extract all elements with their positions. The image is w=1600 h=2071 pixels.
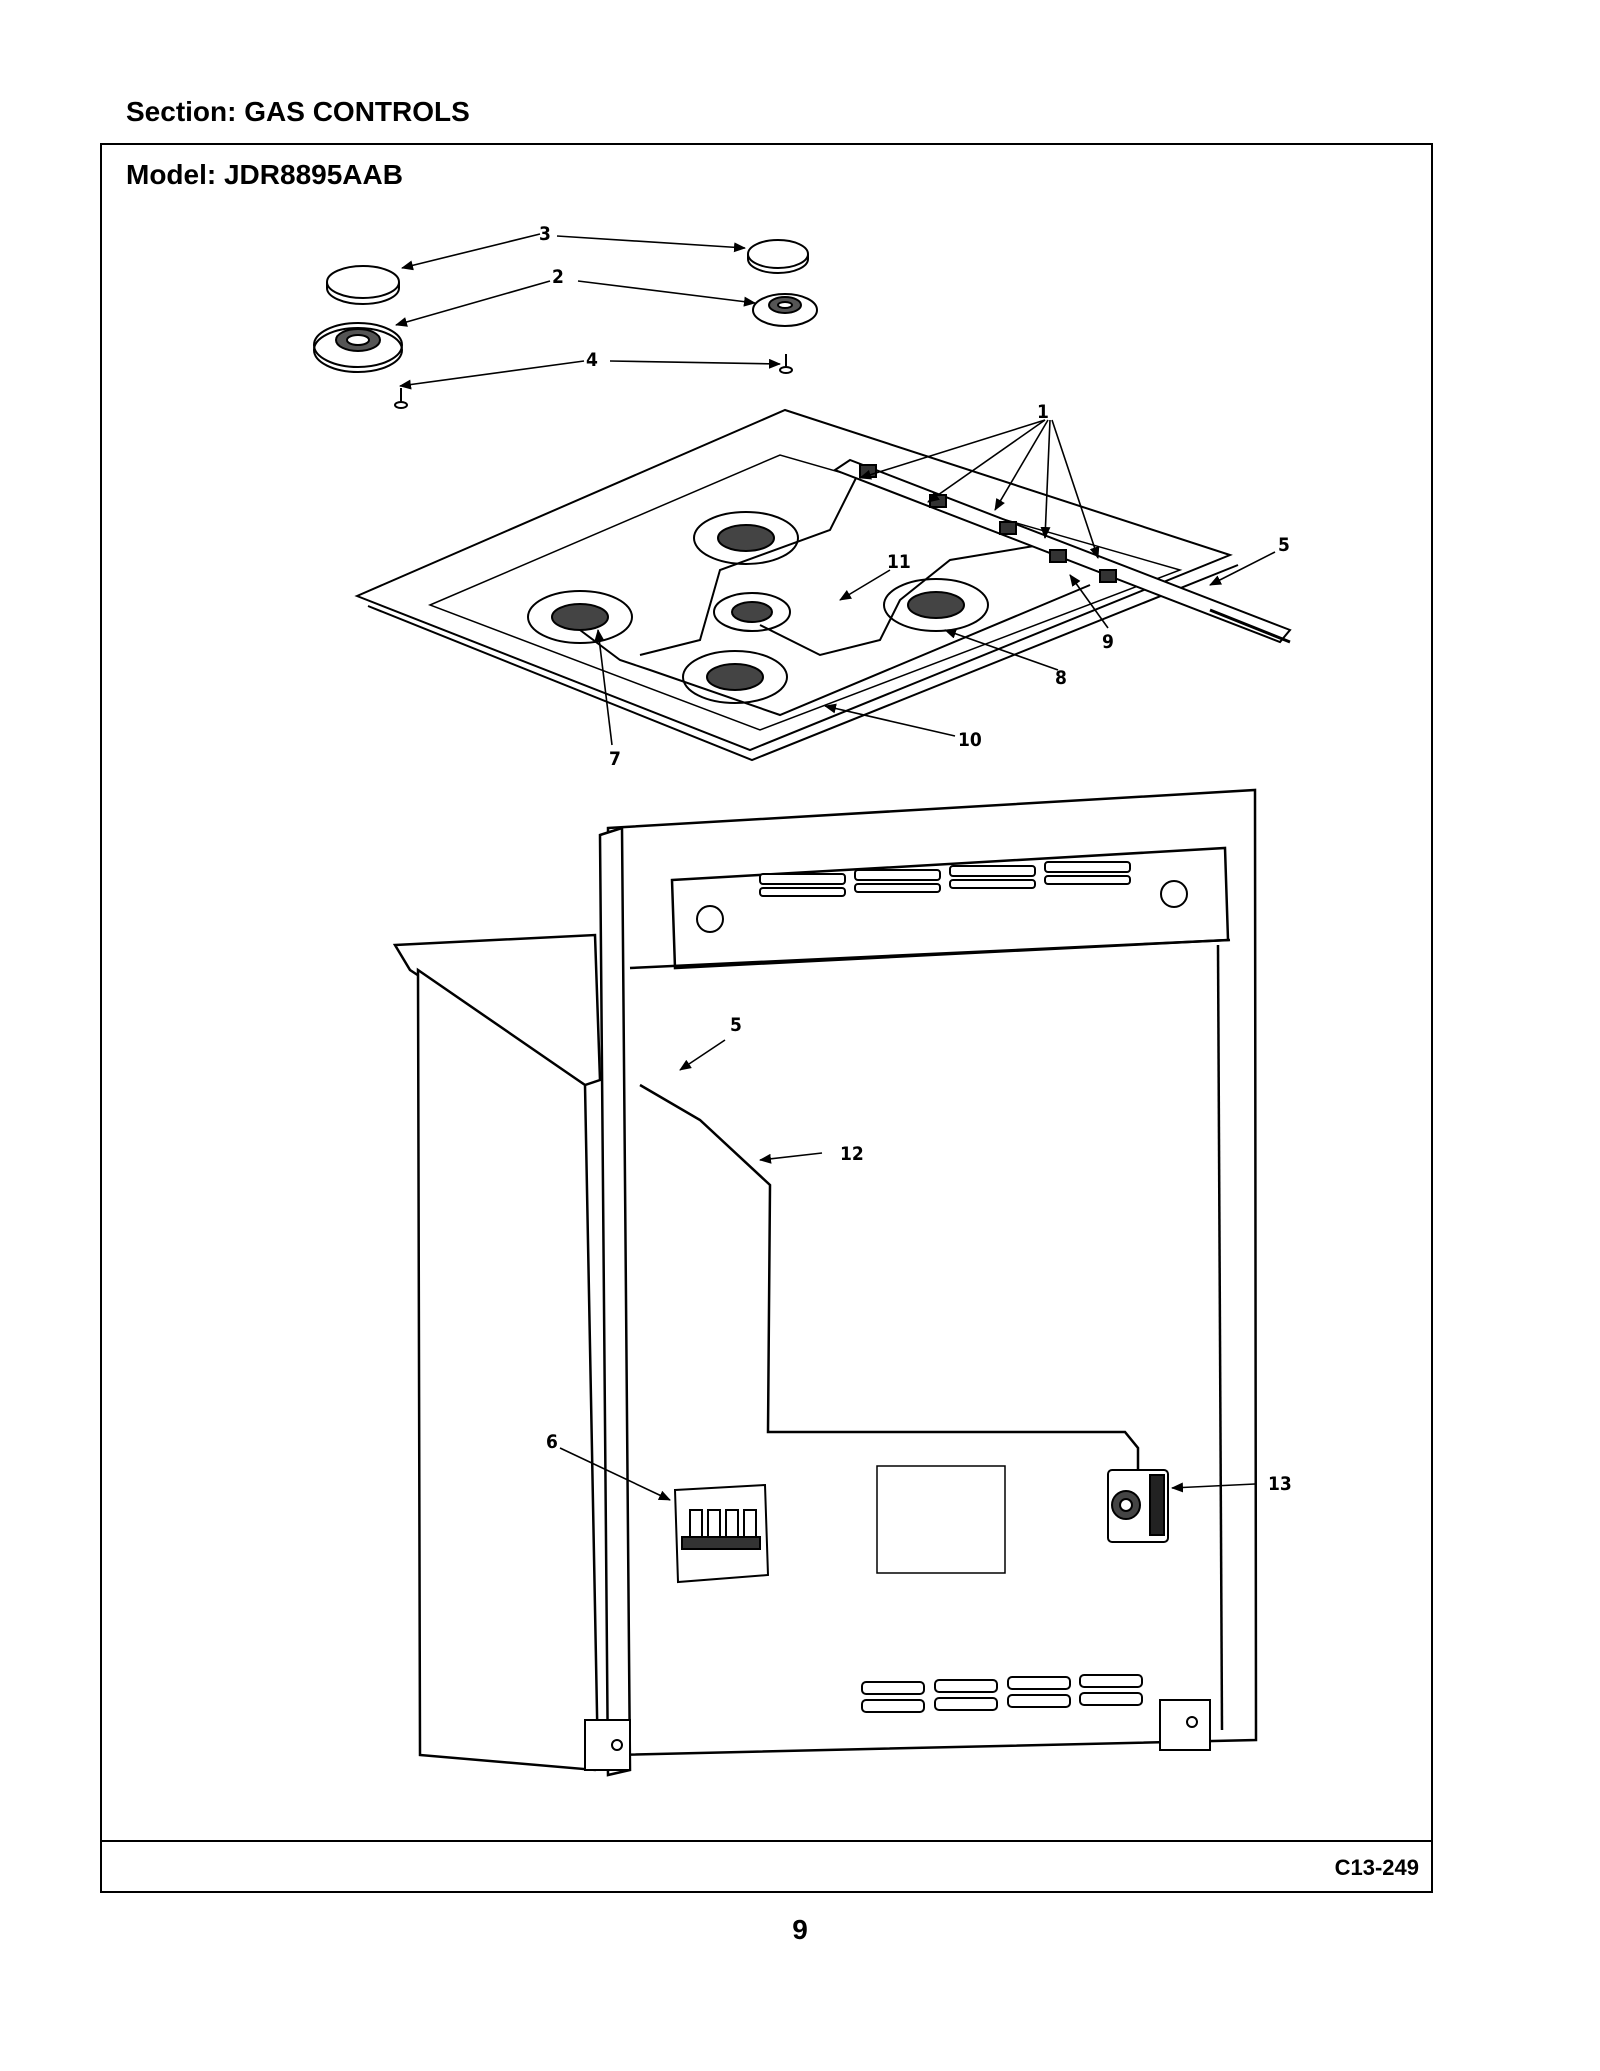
callout-7: 7 bbox=[609, 748, 621, 770]
callout-5-rear: 5 bbox=[730, 1014, 742, 1036]
burner-base-right bbox=[752, 293, 818, 327]
cooktop-pan bbox=[354, 408, 1239, 762]
screw-left bbox=[394, 388, 408, 409]
page-number: 9 bbox=[792, 1914, 808, 1945]
range-body bbox=[392, 788, 1258, 1777]
callout-2: 2 bbox=[552, 266, 564, 288]
terminal-block bbox=[673, 1483, 770, 1584]
gas-valve bbox=[1107, 1469, 1169, 1543]
callout-12: 12 bbox=[840, 1143, 864, 1165]
burner-base-left bbox=[313, 322, 403, 373]
diagram-frame: Model: JDR8895AAB C13-249 bbox=[100, 143, 1433, 1893]
leader-lines bbox=[395, 233, 1276, 1501]
figure-code: C13-249 bbox=[1334, 1855, 1419, 1880]
burner-cap-left bbox=[326, 265, 400, 305]
gas-tube bbox=[639, 1083, 1140, 1470]
callout-1: 1 bbox=[1037, 401, 1049, 423]
callout-4: 4 bbox=[586, 349, 598, 371]
ignition-wire-harness bbox=[579, 469, 1091, 717]
burner-cap-right bbox=[747, 239, 809, 274]
callout-11: 11 bbox=[887, 551, 911, 573]
callout-5-top: 5 bbox=[1278, 534, 1290, 556]
footer-divider bbox=[102, 1840, 1431, 1842]
rating-plate bbox=[876, 1465, 1006, 1574]
leveling-feet bbox=[584, 1699, 1211, 1771]
callout-3: 3 bbox=[539, 223, 551, 245]
backguard-vents bbox=[696, 861, 1188, 933]
callout-10: 10 bbox=[958, 729, 982, 751]
screw-right bbox=[779, 354, 793, 374]
model-title: Model: JDR8895AAB bbox=[126, 159, 403, 190]
callout-6: 6 bbox=[546, 1431, 558, 1453]
callout-13: 13 bbox=[1268, 1473, 1292, 1495]
bottom-vents bbox=[861, 1674, 1143, 1713]
callout-9: 9 bbox=[1102, 631, 1114, 653]
section-title: Section: GAS CONTROLS bbox=[126, 96, 470, 127]
burner-heads bbox=[527, 511, 989, 704]
callout-8: 8 bbox=[1055, 667, 1067, 689]
